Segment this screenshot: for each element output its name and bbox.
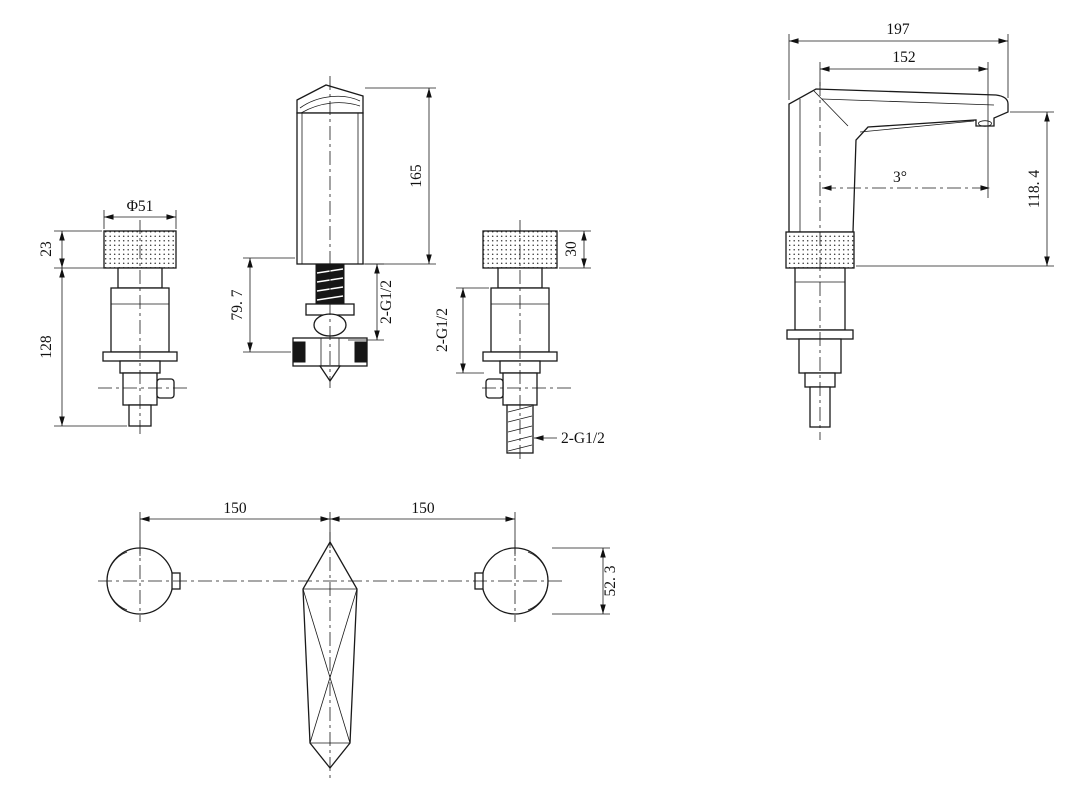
dim-label-side-height: 118. 4 <box>1026 170 1043 208</box>
dim-label-valve-cap-height: 30 <box>563 241 580 257</box>
dim-label-valve-thread-side: 2-G1/2 <box>434 308 451 352</box>
valve-side-nub <box>485 378 504 399</box>
plan-outline <box>106 540 549 770</box>
dim-label-spout-lower-height: 79. 7 <box>229 289 246 320</box>
valve-dimensions: 30 2-G1/2 2-G1/2 <box>434 230 605 447</box>
dim-label-handle-cap-height: 23 <box>38 241 55 257</box>
faucet-side-view: 197 152 118. 4 3° <box>785 21 1054 440</box>
handle-side-view: Φ51 23 128 <box>38 198 188 436</box>
dim-label-plan-pitch-right: 150 <box>411 500 435 517</box>
dim-label-plan-pitch-left: 150 <box>223 500 247 517</box>
spout-front-view: 165 79. 7 2-G1/2 <box>229 76 436 388</box>
handle-dimensions: Φ51 23 128 <box>38 198 177 427</box>
dim-label-side-angle: 3° <box>893 169 907 186</box>
spout-cap <box>296 84 364 114</box>
faucet-outlet <box>978 120 992 127</box>
dim-label-handle-height: 128 <box>38 335 55 359</box>
faucet-side-outline <box>785 88 1009 428</box>
plan-dimensions: 150 150 52. 3 <box>139 500 619 615</box>
plan-view: 150 150 52. 3 <box>98 500 619 780</box>
dim-label-side-reach: 152 <box>892 49 915 66</box>
dim-label-handle-diameter: Φ51 <box>127 198 154 215</box>
valve-front-view: 30 2-G1/2 2-G1/2 <box>434 220 605 462</box>
dim-label-spout-height: 165 <box>408 164 425 188</box>
dim-label-valve-thread-bottom: 2-G1/2 <box>561 430 605 447</box>
dim-label-plan-width: 52. 3 <box>602 565 619 596</box>
faucet-side-dimensions: 197 152 118. 4 3° <box>788 21 1054 267</box>
faucet-spout-arm <box>788 88 1009 233</box>
handle-side-nub <box>156 378 175 399</box>
spout-dimensions: 165 79. 7 2-G1/2 <box>229 87 436 353</box>
dim-label-spout-thread: 2-G1/2 <box>378 280 395 324</box>
dim-label-side-length: 197 <box>886 21 910 38</box>
